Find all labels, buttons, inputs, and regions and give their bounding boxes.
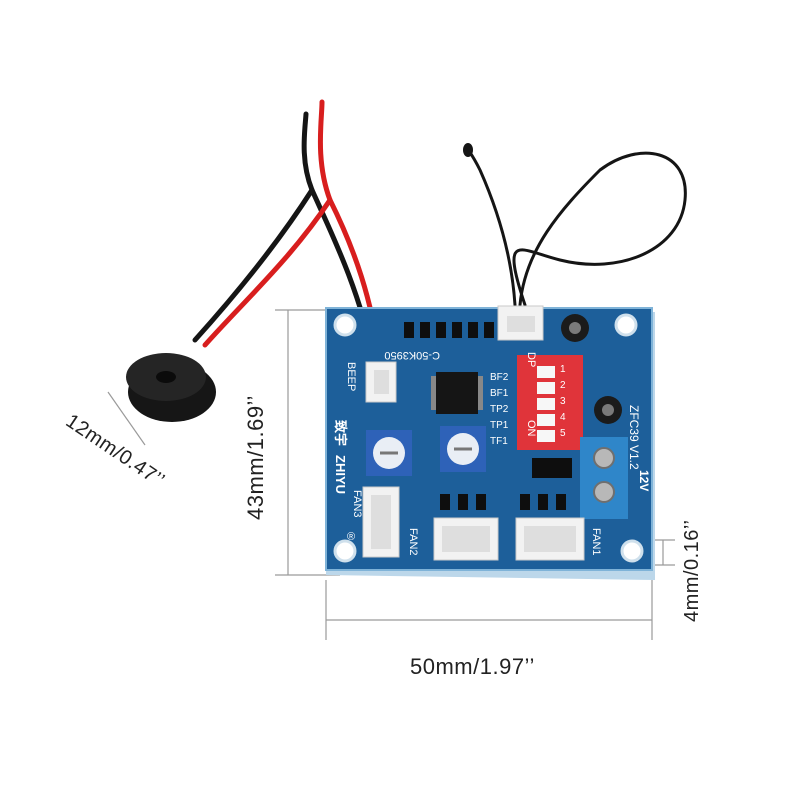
fan-connectors — [362, 486, 585, 561]
brand-label: ZHIYU — [333, 455, 348, 494]
fan2-label: FAN2 — [407, 528, 419, 556]
switch-label-tp1: TP1 — [490, 420, 509, 431]
mount-hole-dimension-label: 4mm/0.16’’ — [681, 519, 703, 622]
beep-connector — [365, 361, 397, 403]
beep-label: BEEP — [345, 362, 357, 391]
sensor-connector — [497, 305, 544, 341]
switch-label-tp2: TP2 — [490, 404, 509, 415]
dip-number-4: 4 — [560, 412, 566, 423]
potentiometers — [366, 426, 486, 476]
power-terminal — [580, 437, 628, 519]
sensor-label: C-50K3950 — [384, 349, 440, 361]
power-label: 12V — [637, 470, 651, 491]
registered-mark: ® — [347, 531, 355, 543]
capacitors — [561, 314, 622, 424]
switch-label-tf1: TF1 — [490, 436, 508, 447]
fan1-label: FAN1 — [590, 528, 602, 556]
ic-chip — [431, 372, 483, 414]
fan3-label: FAN3 — [351, 490, 363, 518]
buzzer — [126, 353, 216, 422]
width-dimension-label: 50mm/1.97’’ — [410, 654, 535, 679]
dip-header-label: DP — [525, 352, 537, 367]
dip-number-3: 3 — [560, 396, 566, 407]
dip-number-5: 5 — [560, 428, 566, 439]
height-dimension-label: 43mm/1.69’’ — [243, 395, 268, 520]
thermistor-bead — [463, 143, 473, 157]
dip-number-2: 2 — [560, 380, 566, 391]
switch-label-bf1: BF1 — [490, 388, 509, 399]
sensor-wire — [466, 146, 687, 307]
smd-row-bottom — [440, 458, 572, 510]
switch-label-bf2: BF2 — [490, 372, 509, 383]
model-label: ZFC39 V1.2 — [627, 405, 641, 470]
dip-switch — [517, 355, 583, 450]
dip-on-label: ON — [525, 420, 537, 437]
smd-row-top — [404, 322, 494, 338]
logo-mark: 致宇 — [333, 420, 348, 446]
dip-number-1: 1 — [560, 364, 566, 375]
